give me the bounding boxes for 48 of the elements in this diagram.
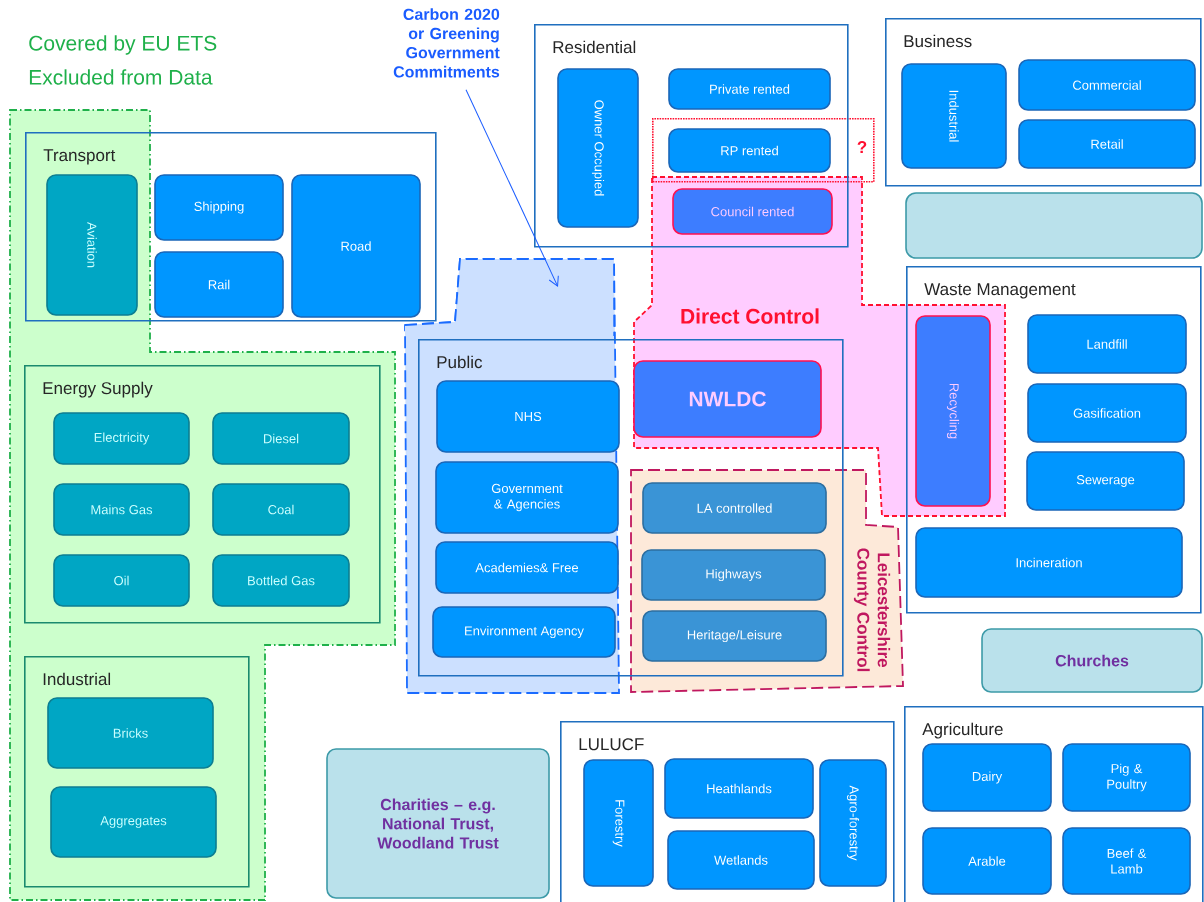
- category-box: Landfill: [1027, 314, 1187, 374]
- category-box: Coal: [212, 483, 350, 536]
- category-box: Gasification: [1027, 383, 1187, 443]
- category-box: Shipping: [154, 174, 284, 241]
- category-box: Churches: [981, 628, 1203, 693]
- category-box: Heritage/Leisure: [642, 610, 827, 662]
- arrow: [465, 89, 559, 287]
- category-box: Highways: [641, 549, 826, 601]
- category-box: Arable: [922, 827, 1052, 895]
- category-box: Mains Gas: [53, 483, 190, 536]
- category-box: Electricity: [53, 412, 190, 465]
- category-box: Aggregates: [50, 786, 217, 858]
- category-box: Heathlands: [664, 758, 814, 819]
- rounded-box: [905, 192, 1203, 259]
- category-box: Owner Occupied: [557, 68, 639, 228]
- category-box: Oil: [53, 554, 190, 607]
- category-box: Dairy: [922, 743, 1052, 812]
- category-box: Beef & Lamb: [1062, 827, 1191, 895]
- category-box: Government & Agencies: [435, 461, 619, 534]
- category-box: Sewerage: [1026, 451, 1185, 511]
- category-box: Environment Agency: [432, 606, 616, 658]
- category-box: Industrial: [901, 63, 1007, 169]
- category-box: LA controlled: [642, 482, 827, 534]
- category-box: Retail: [1018, 119, 1196, 169]
- category-box: Diesel: [212, 412, 350, 465]
- category-box: Recycling: [915, 315, 991, 507]
- category-box: NWLDC: [633, 360, 822, 438]
- category-box: Commercial: [1018, 59, 1196, 111]
- category-box: Charities – e.g. National Trust, Woodland Trust: [326, 748, 550, 899]
- category-box: Incineration: [915, 527, 1183, 598]
- category-box: Private rented: [668, 68, 831, 110]
- category-box: Pig & Poultry: [1062, 743, 1191, 812]
- category-box: Agro-forestry: [819, 759, 887, 887]
- category-box: Academies& Free: [435, 541, 619, 594]
- zone-label: Excluded from Data: [29, 69, 213, 85]
- category-box: RP rented: [668, 128, 831, 173]
- zone-label: Covered by EU ETS: [29, 35, 217, 55]
- category-box: Bricks: [47, 697, 214, 769]
- category-box: Rail: [154, 251, 284, 318]
- category-box: Road: [291, 174, 421, 318]
- dashed-region: [404, 258, 616, 337]
- category-box: NHS: [436, 380, 620, 453]
- category-box: Wetlands: [667, 830, 815, 890]
- category-box: Forestry: [583, 759, 654, 887]
- category-box: Bottled Gas: [212, 554, 350, 607]
- category-box: Council rented: [672, 188, 833, 235]
- category-box: Aviation: [46, 174, 138, 316]
- callout-text: Carbon 2020 or Greening Government Commitments: [393, 8, 500, 78]
